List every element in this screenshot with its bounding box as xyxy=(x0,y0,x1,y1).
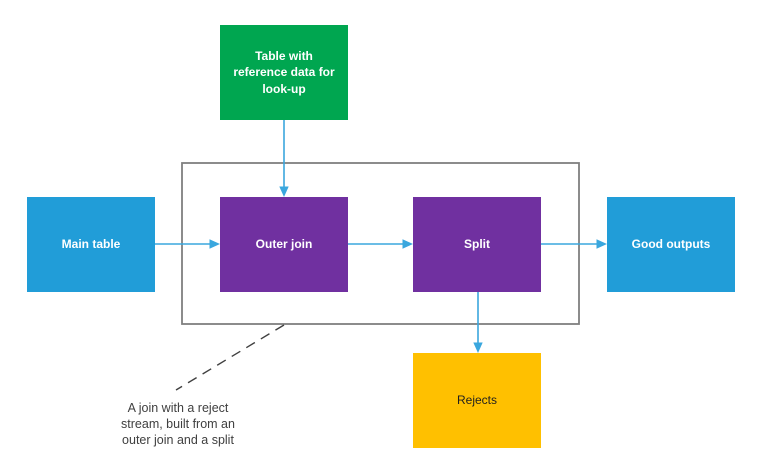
arrowhead-outer-join-to-split xyxy=(402,239,413,249)
node-main-table-label: Main table xyxy=(61,237,121,252)
node-rejects[interactable]: Rejects xyxy=(413,353,541,448)
arrowhead-split-to-rejects xyxy=(473,342,483,353)
node-rejects-label: Rejects xyxy=(456,393,497,408)
annotation-callout-line xyxy=(175,324,285,391)
annotation-text: A join with a reject stream, built from … xyxy=(93,400,263,448)
node-good-outputs[interactable]: Good outputs xyxy=(607,197,735,292)
node-main-table[interactable]: Main table xyxy=(27,197,155,292)
node-split[interactable]: Split xyxy=(413,197,541,292)
node-outer-join-label: Outer join xyxy=(255,237,313,252)
annotation-line-3: outer join and a split xyxy=(122,433,234,447)
node-split-label: Split xyxy=(464,237,490,252)
node-reference-table[interactable]: Table with reference data for look-up xyxy=(220,25,348,120)
node-outer-join[interactable]: Outer join xyxy=(220,197,348,292)
arrowhead-reference-to-outer-join xyxy=(279,186,289,197)
node-reference-table-label: Table with reference data for look-up xyxy=(233,49,335,96)
annotation-line-1: A join with a reject xyxy=(127,401,229,415)
node-good-outputs-label: Good outputs xyxy=(631,237,711,252)
arrowhead-main-to-outer-join xyxy=(209,239,220,249)
arrowhead-split-to-good-outputs xyxy=(596,239,607,249)
annotation-line-2: stream, built from an xyxy=(121,417,235,431)
